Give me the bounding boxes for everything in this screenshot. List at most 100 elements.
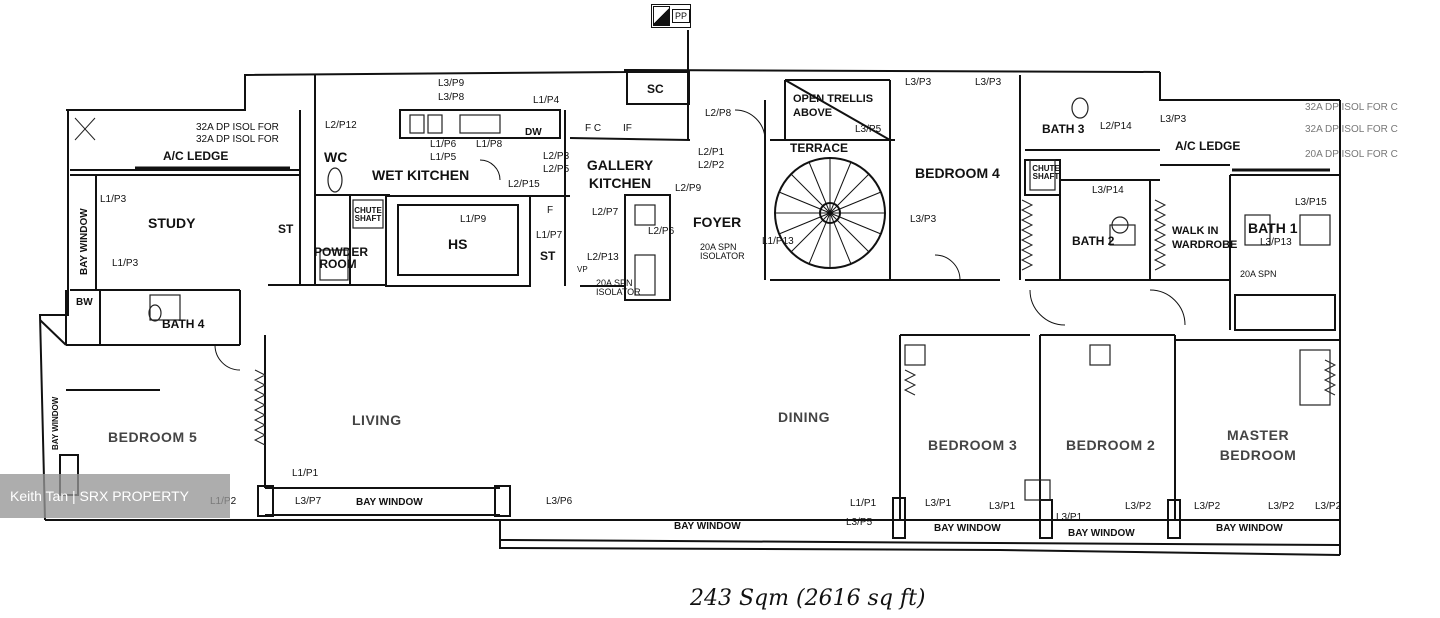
circuit-l3p5-b: L3/P5 (846, 517, 873, 528)
room-label-hs: HS (448, 236, 468, 252)
room-label-bay-window-2: BAY WINDOW (674, 521, 741, 532)
circuit-l3p15: L3/P15 (1295, 197, 1327, 208)
note-isolator-right-1: 32A DP ISOL FOR C (1305, 102, 1398, 113)
circuit-l3p1-b: L3/P1 (989, 501, 1016, 512)
room-label-bath-1: BATH 1 (1248, 220, 1298, 236)
note-isolator-2: 32A DP ISOL FOR (196, 134, 279, 145)
room-label-bedroom-2: BEDROOM 2 (1066, 437, 1156, 453)
room-label-bay-window-vertical: BAY WINDOW (79, 208, 90, 275)
room-label-wc: WC (324, 149, 348, 165)
room-label-living: LIVING (352, 412, 402, 428)
note-spn-foyer: 20A SPN ISOLATOR (700, 242, 745, 261)
circuit-l1p3-a: L1/P3 (100, 194, 127, 205)
circuit-l3p3-b: L3/P3 (910, 214, 937, 225)
circuit-l3p3-d: L3/P3 (1160, 114, 1187, 125)
circuit-l1p3-b: L1/P3 (112, 258, 139, 269)
circuit-l1p1-b: L1/P1 (850, 498, 877, 509)
fixture-fridge: F (547, 205, 554, 216)
circuit-l2p12: L2/P12 (325, 120, 357, 131)
circuit-l1p13: L1/P13 (762, 236, 794, 247)
circuit-l3p2-a: L3/P2 (1125, 501, 1152, 512)
circuit-l1p4: L1/P4 (533, 95, 560, 106)
room-label-ac-ledge-left: A/C LEDGE (163, 149, 229, 163)
room-label-bath-2: BATH 2 (1072, 234, 1115, 248)
room-label-bay-window-5: BAY WINDOW (1216, 523, 1283, 534)
circuit-l3p6: L3/P6 (546, 496, 573, 507)
circuit-l3p3-a: L3/P3 (905, 77, 932, 88)
circuit-l3p8: L3/P8 (438, 92, 465, 103)
room-label-chute-shaft: CHUTE SHAFT (354, 206, 382, 223)
circuit-l1p8: L1/P8 (476, 139, 503, 150)
fixture-dw: DW (525, 127, 542, 138)
room-label-bedroom-5: BEDROOM 5 (108, 429, 198, 445)
room-label-chute-shaft-2: CHUTE SHAFT (1032, 164, 1060, 181)
circuit-l1p6: L1/P6 (430, 139, 457, 150)
room-label-open-trellis: OPEN TRELLIS ABOVE (793, 93, 874, 120)
room-label-bay-window-3: BAY WINDOW (934, 523, 1001, 534)
note-spn-kitchen: 20A SPN ISOLATOR (596, 278, 641, 297)
note-isolator-1: 32A DP ISOL FOR (196, 122, 279, 133)
circuit-l3p3-c: L3/P3 (975, 77, 1002, 88)
circuit-l2p15: L2/P15 (508, 179, 540, 190)
circuit-l2p6: L2/P6 (648, 226, 675, 237)
room-label-bay-window-vertical-2: BAY WINDOW (51, 396, 60, 450)
note-spn-bath1: 20A SPN (1240, 269, 1277, 279)
pp-legend-mark: PP (651, 4, 691, 28)
circuit-l3p9: L3/P9 (438, 78, 465, 89)
pp-label: PP (671, 9, 690, 23)
room-label-store-left: ST (278, 222, 294, 236)
room-label-master-bedroom: MASTER BEDROOM (1219, 427, 1297, 463)
room-label-store-mid: ST (540, 249, 556, 263)
area-note: 243 Sqm (2616 sq ft) (690, 586, 926, 611)
fixture-if: IF (623, 123, 632, 134)
outer-wall-bottom (45, 519, 1341, 556)
room-label-powder-room: POWDER ROOM (314, 245, 368, 271)
circuit-l2p13: L2/P13 (587, 252, 619, 263)
fixture-fc: F C (585, 123, 602, 134)
circuit-l2p8: L2/P8 (705, 108, 732, 119)
outer-wall (66, 68, 1161, 111)
circuit-l3p13: L3/P13 (1260, 237, 1292, 248)
circuit-l2p9: L2/P9 (675, 183, 702, 194)
room-label-bay-window-4: BAY WINDOW (1068, 528, 1135, 539)
room-label-dining: DINING (778, 409, 830, 425)
room-label-ac-ledge-right: A/C LEDGE (1175, 139, 1241, 153)
room-label-bedroom-4: BEDROOM 4 (915, 165, 1000, 181)
circuit-l1p5: L1/P5 (430, 152, 457, 163)
circuit-l1p1-a: L1/P1 (292, 468, 319, 479)
room-label-bath-3: BATH 3 (1042, 122, 1085, 136)
room-label-bath-4: BATH 4 (162, 317, 205, 331)
room-label-terrace: TERRACE (790, 141, 849, 155)
room-label-wet-kitchen: WET KITCHEN (372, 167, 470, 183)
fixture-vp: VP (577, 265, 588, 274)
room-label-bedroom-3: BEDROOM 3 (928, 437, 1018, 453)
circuit-l1p7: L1/P7 (536, 230, 563, 241)
room-label-sc: SC (647, 82, 664, 96)
circuit-l2p1: L2/P1 (698, 147, 725, 158)
circuit-l2p14: L2/P14 (1100, 121, 1132, 132)
circuit-l3p2-d: L3/P2 (1315, 501, 1342, 512)
room-label-bw: BW (76, 297, 93, 308)
room-label-gallery-kitchen: GALLERY KITCHEN (586, 157, 654, 191)
pp-symbol-icon (653, 6, 670, 26)
circuit-l3p1-a: L3/P1 (925, 498, 952, 509)
circuit-l3p5: L3/P5 (855, 124, 882, 135)
circuit-l2p3: L2/P3 (543, 151, 570, 162)
circuit-l2p5: L2/P5 (543, 164, 570, 175)
note-isolator-right-3: 20A DP ISOL FOR C (1305, 149, 1398, 160)
circuit-l3p7: L3/P7 (295, 496, 322, 507)
room-label-study: STUDY (148, 215, 196, 231)
circuit-l3p1-c: L3/P1 (1056, 512, 1083, 523)
outer-wall-right-top (1159, 72, 1340, 101)
outer-wall-left (38, 110, 69, 521)
room-label-walk-in-wardrobe: WALK IN WARDROBE (1172, 225, 1238, 252)
circuit-l3p2-c: L3/P2 (1268, 501, 1295, 512)
note-isolator-right-2: 32A DP ISOL FOR C (1305, 124, 1398, 135)
room-label-bay-window-1: BAY WINDOW (356, 497, 423, 508)
room-label-foyer: FOYER (693, 214, 742, 230)
watermark: Keith Tan | SRX PROPERTY (0, 474, 230, 518)
circuit-l1p9: L1/P9 (460, 214, 487, 225)
circuit-l3p14: L3/P14 (1092, 185, 1124, 196)
circuit-l2p7: L2/P7 (592, 207, 619, 218)
